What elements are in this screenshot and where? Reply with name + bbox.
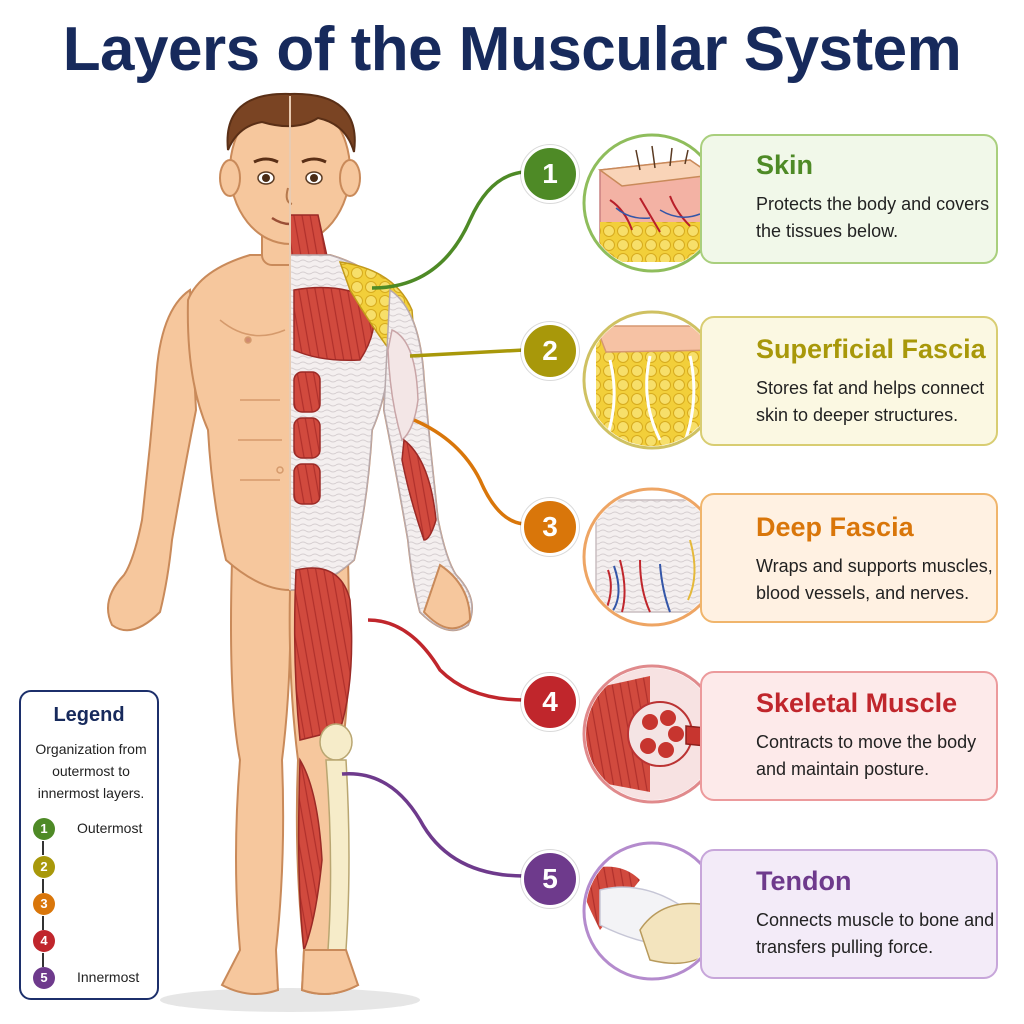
hair bbox=[226, 92, 356, 153]
layer-description-1: Protects the body and covers the tissues… bbox=[756, 194, 990, 241]
legend-arrow bbox=[42, 916, 44, 930]
legend-dot-4: 4 bbox=[33, 930, 55, 952]
layer-card-1 bbox=[700, 134, 998, 264]
page-title: Layers of the Muscular System bbox=[62, 15, 962, 84]
deep-fascia-illustration bbox=[582, 487, 722, 627]
layer-title-5: Tendon bbox=[756, 866, 852, 896]
layer-title-4: Skeletal Muscle bbox=[756, 688, 958, 718]
layer-card-3 bbox=[700, 493, 998, 623]
skin-illustration bbox=[582, 133, 722, 273]
connector-5 bbox=[341, 771, 525, 878]
muscle-half bbox=[290, 214, 473, 995]
legend-dot-3: 3 bbox=[33, 893, 55, 915]
legend-innermost-label: Innermost bbox=[77, 969, 140, 985]
layer-description-3: Wraps and supports muscles, blood vessel… bbox=[756, 556, 993, 603]
connector-1 bbox=[371, 170, 525, 290]
connector-2 bbox=[409, 348, 525, 358]
legend-description: Organization from outermost to innermost… bbox=[35, 741, 147, 801]
layer-card-2 bbox=[700, 316, 998, 446]
legend-arrow bbox=[42, 879, 44, 893]
layer-description-2: Stores fat and helps connect skin to dee… bbox=[756, 378, 985, 425]
layer-card-4 bbox=[700, 671, 998, 801]
layer-description-4: Contracts to move the body and maintain … bbox=[756, 732, 977, 779]
layer-badge-1: 1 bbox=[521, 145, 579, 203]
layer-badge-3: 3 bbox=[521, 498, 579, 556]
superficial-fascia-illustration bbox=[582, 310, 722, 450]
legend-arrow bbox=[42, 953, 44, 967]
tendon-illustration bbox=[582, 841, 722, 981]
connector-lines bbox=[341, 170, 525, 878]
layer-card-5 bbox=[700, 849, 998, 979]
connector-3 bbox=[413, 418, 525, 526]
layer-title-3: Deep Fascia bbox=[756, 512, 914, 542]
layer-badge-5: 5 bbox=[521, 850, 579, 908]
layer-description-5: Connects muscle to bone and transfers pu… bbox=[756, 910, 995, 957]
legend-outermost-label: Outermost bbox=[77, 820, 143, 836]
skeletal-muscle-illustration bbox=[582, 664, 722, 804]
connector-4 bbox=[367, 618, 525, 702]
torso-detail bbox=[219, 319, 286, 481]
layer-title-2: Superficial Fascia bbox=[756, 334, 986, 364]
legend-title: Legend bbox=[53, 704, 125, 726]
legend-dot-2: 2 bbox=[33, 856, 55, 878]
layer-badge-2: 2 bbox=[521, 322, 579, 380]
layer-title-1: Skin bbox=[756, 150, 814, 180]
floor-shadow bbox=[160, 988, 420, 1012]
layer-badge-4: 4 bbox=[521, 673, 579, 731]
legend-box: Legend Organization from outermost to in… bbox=[19, 690, 159, 1000]
face bbox=[253, 157, 327, 226]
legend-dot-5: 5 bbox=[33, 967, 55, 989]
legend-arrow bbox=[42, 841, 44, 855]
legend-dot-1: 1 bbox=[33, 818, 55, 840]
